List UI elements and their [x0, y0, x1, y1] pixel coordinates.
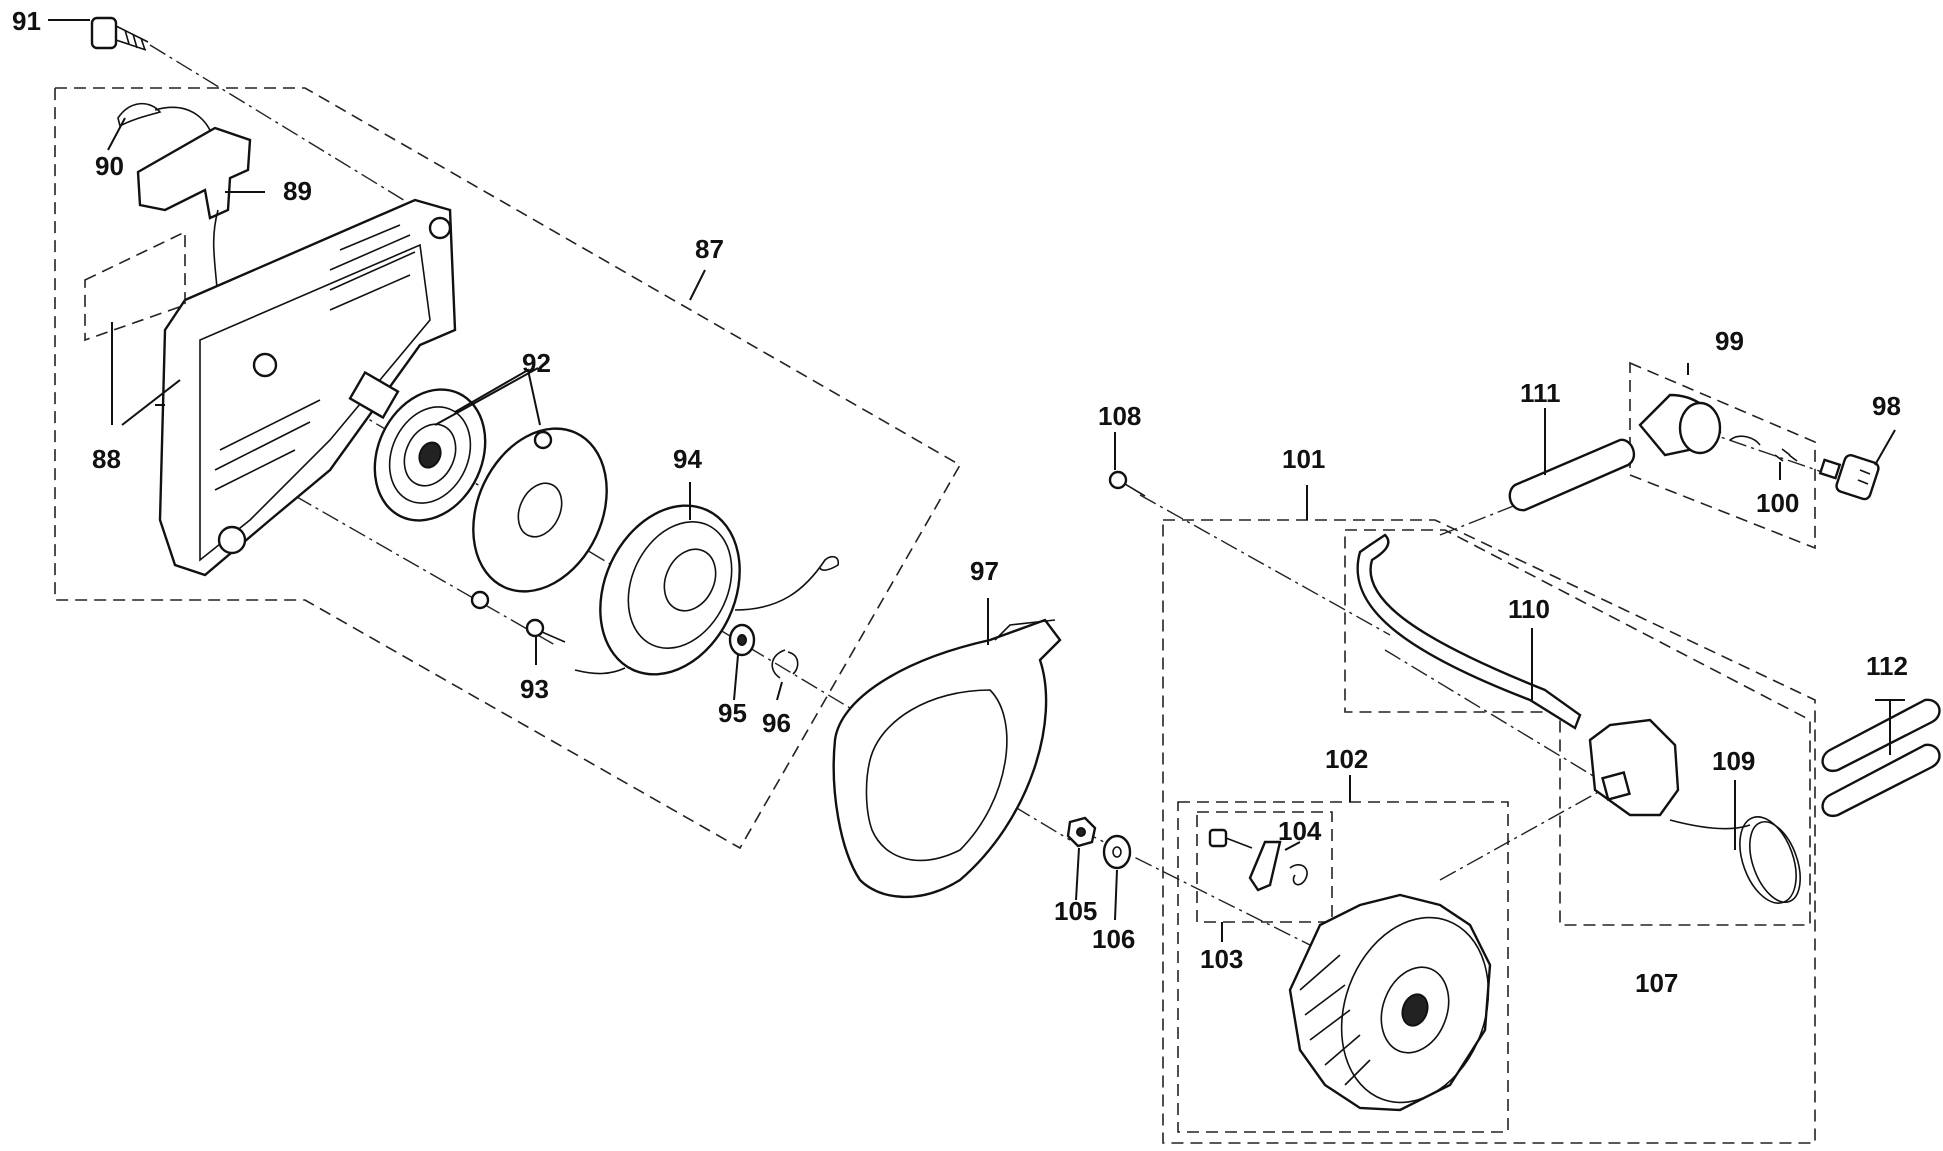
callout-91: 91	[12, 6, 41, 36]
group-102-outline	[1177, 801, 1509, 1133]
callout-102: 102	[1325, 744, 1368, 774]
part-88-label	[84, 230, 186, 342]
callout-104: 104	[1278, 816, 1322, 846]
axis-coil-bolt	[1384, 649, 1601, 781]
axis-bolt-91	[149, 44, 421, 211]
part-100-spring	[1729, 435, 1798, 462]
callout-112: 112	[1866, 651, 1908, 681]
callout-107: 107	[1635, 968, 1678, 998]
leader-lines	[48, 19, 1905, 942]
callout-88: 88	[92, 444, 121, 474]
part-93-screw	[525, 618, 566, 643]
callout-87: 87	[695, 234, 724, 264]
part-111-insulating-tube	[1508, 438, 1636, 512]
callout-92: 92	[522, 348, 551, 378]
callout-98: 98	[1872, 391, 1901, 421]
axis-coil-flywheel	[1439, 779, 1621, 881]
part-87-starter-housing	[158, 198, 457, 577]
part-92-spring-cover	[470, 427, 608, 610]
callout-97: 97	[970, 556, 999, 586]
part-94-rope-pulley	[574, 504, 840, 676]
callout-99: 99	[1715, 326, 1744, 356]
part-112-tubes	[1821, 698, 1941, 818]
part-104-pawl	[1248, 840, 1308, 892]
group-87-outline	[54, 87, 962, 850]
group-103-outline	[1196, 811, 1333, 923]
callout-108: 108	[1098, 401, 1141, 431]
part-102-flywheel	[1288, 893, 1492, 1112]
part-98-spark-plug	[1818, 454, 1880, 501]
callout-94: 94	[673, 444, 702, 474]
part-110-ignition-lead	[1356, 533, 1582, 730]
callout-100: 100	[1756, 488, 1799, 518]
callout-103: 103	[1200, 944, 1243, 974]
part-103-pawl-bolt	[1208, 828, 1253, 849]
axis-bolt-108	[1139, 494, 1391, 636]
callout-111: 111	[1520, 378, 1561, 408]
part-89-starter-grip	[136, 126, 252, 301]
callout-95: 95	[718, 698, 747, 728]
part-91-bolt	[90, 16, 149, 51]
group-101-outline	[1162, 519, 1816, 1144]
part-96-circlip	[771, 649, 799, 679]
part-106-washer	[1102, 834, 1132, 870]
callout-96: 96	[762, 708, 791, 738]
group-107-outline	[1344, 529, 1811, 926]
part-109-wire-coil	[1669, 816, 1801, 904]
callout-93: 93	[520, 674, 549, 704]
callout-105: 105	[1054, 896, 1097, 926]
part-97-fan-housing	[832, 618, 1062, 899]
part-107-ignition-coil	[1588, 718, 1680, 817]
part-99-plug-cap	[1638, 393, 1722, 457]
part-105-nut	[1066, 816, 1097, 848]
callout-90: 90	[95, 151, 124, 181]
part-95-washer	[728, 623, 756, 657]
callout-110: 110	[1508, 594, 1550, 624]
part-108-screw	[1108, 470, 1146, 497]
callout-109: 109	[1712, 746, 1755, 776]
callout-89: 89	[283, 176, 312, 206]
group-99-outline	[1629, 361, 1816, 550]
callout-101: 101	[1282, 444, 1325, 474]
callout-106: 106	[1092, 924, 1135, 954]
part-92-rewind-spring	[373, 388, 487, 522]
